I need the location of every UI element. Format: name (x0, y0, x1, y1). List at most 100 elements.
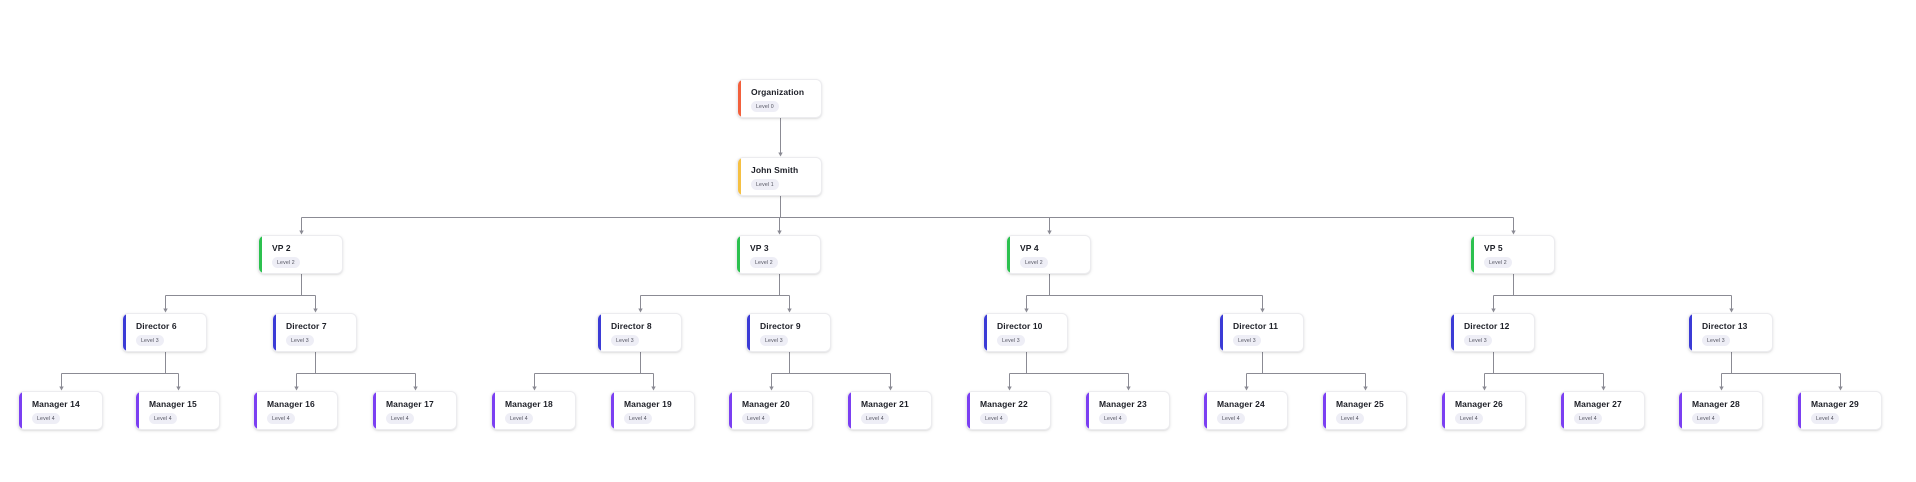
node-accent-bar (1471, 236, 1474, 273)
node-title: VP 2 (272, 243, 291, 253)
connector-arrowhead (888, 386, 893, 391)
node-level-badge: Level 4 (1811, 413, 1839, 424)
org-node-director-7[interactable]: Director 7 Level 3 (272, 313, 357, 352)
node-accent-bar (1798, 392, 1801, 429)
node-accent-bar (136, 392, 139, 429)
connector-arrowhead (638, 308, 643, 313)
connector-arrowhead (769, 386, 774, 391)
node-accent-bar (1007, 236, 1010, 273)
node-level-badge: Level 4 (267, 413, 295, 424)
node-level-badge: Level 2 (1484, 257, 1512, 268)
node-level-badge: Level 4 (980, 413, 1008, 424)
org-node-vp-2[interactable]: VP 2 Level 2 (258, 235, 343, 274)
node-accent-bar (611, 392, 614, 429)
connector-arrowhead (1126, 386, 1131, 391)
connector-arrowhead (1024, 308, 1029, 313)
connector-arrowhead (777, 230, 782, 235)
node-title: Director 6 (136, 321, 177, 331)
node-accent-bar (1323, 392, 1326, 429)
node-title: Director 9 (760, 321, 801, 331)
node-level-badge: Level 4 (149, 413, 177, 424)
node-title: Organization (751, 87, 805, 97)
node-accent-bar (1204, 392, 1207, 429)
node-accent-bar (729, 392, 732, 429)
node-title: Manager 18 (505, 399, 553, 409)
node-title: John Smith (751, 165, 799, 175)
node-accent-bar (123, 314, 126, 351)
node-title: Manager 14 (32, 399, 80, 409)
node-level-badge: Level 3 (997, 335, 1025, 346)
node-level-badge: Level 2 (272, 257, 300, 268)
node-level-badge: Level 2 (750, 257, 778, 268)
node-accent-bar (1451, 314, 1454, 351)
node-level-badge: Level 2 (1020, 257, 1048, 268)
connector-arrowhead (163, 308, 168, 313)
node-accent-bar (737, 236, 740, 273)
node-level-badge: Level 4 (1574, 413, 1602, 424)
node-level-badge: Level 4 (624, 413, 652, 424)
node-accent-bar (1679, 392, 1682, 429)
node-accent-bar (967, 392, 970, 429)
connector-arrowhead (1007, 386, 1012, 391)
node-title: Director 8 (611, 321, 652, 331)
connector-arrowhead (1719, 386, 1724, 391)
node-accent-bar (848, 392, 851, 429)
node-level-badge: Level 4 (386, 413, 414, 424)
node-level-badge: Level 4 (1692, 413, 1720, 424)
node-accent-bar (984, 314, 987, 351)
node-accent-bar (598, 314, 601, 351)
connector-arrowhead (1491, 308, 1496, 313)
org-node-director-6[interactable]: Director 6 Level 3 (122, 313, 207, 352)
node-title: Director 12 (1464, 321, 1510, 331)
connector-arrowhead (1511, 230, 1516, 235)
connector-arrowhead (1729, 308, 1734, 313)
node-level-badge: Level 4 (861, 413, 889, 424)
node-level-badge: Level 4 (742, 413, 770, 424)
node-title: Director 13 (1702, 321, 1748, 331)
node-accent-bar (373, 392, 376, 429)
node-level-badge: Level 3 (136, 335, 164, 346)
node-title: Director 7 (286, 321, 327, 331)
node-title: Manager 25 (1336, 399, 1384, 409)
node-level-badge: Level 3 (286, 335, 314, 346)
connector-arrowhead (1047, 230, 1052, 235)
org-node-vp-5[interactable]: VP 5 Level 2 (1470, 235, 1555, 274)
connector-arrowhead (313, 308, 318, 313)
connector-arrowhead (1363, 386, 1368, 391)
org-node-manager-14[interactable]: Manager 14 Level 4 (18, 391, 103, 430)
node-accent-bar (254, 392, 257, 429)
node-accent-bar (1561, 392, 1564, 429)
node-accent-bar (19, 392, 22, 429)
node-title: VP 5 (1484, 243, 1503, 253)
connector-arrowhead (1482, 386, 1487, 391)
node-level-badge: Level 4 (32, 413, 60, 424)
node-title: Director 11 (1233, 321, 1279, 331)
node-accent-bar (492, 392, 495, 429)
